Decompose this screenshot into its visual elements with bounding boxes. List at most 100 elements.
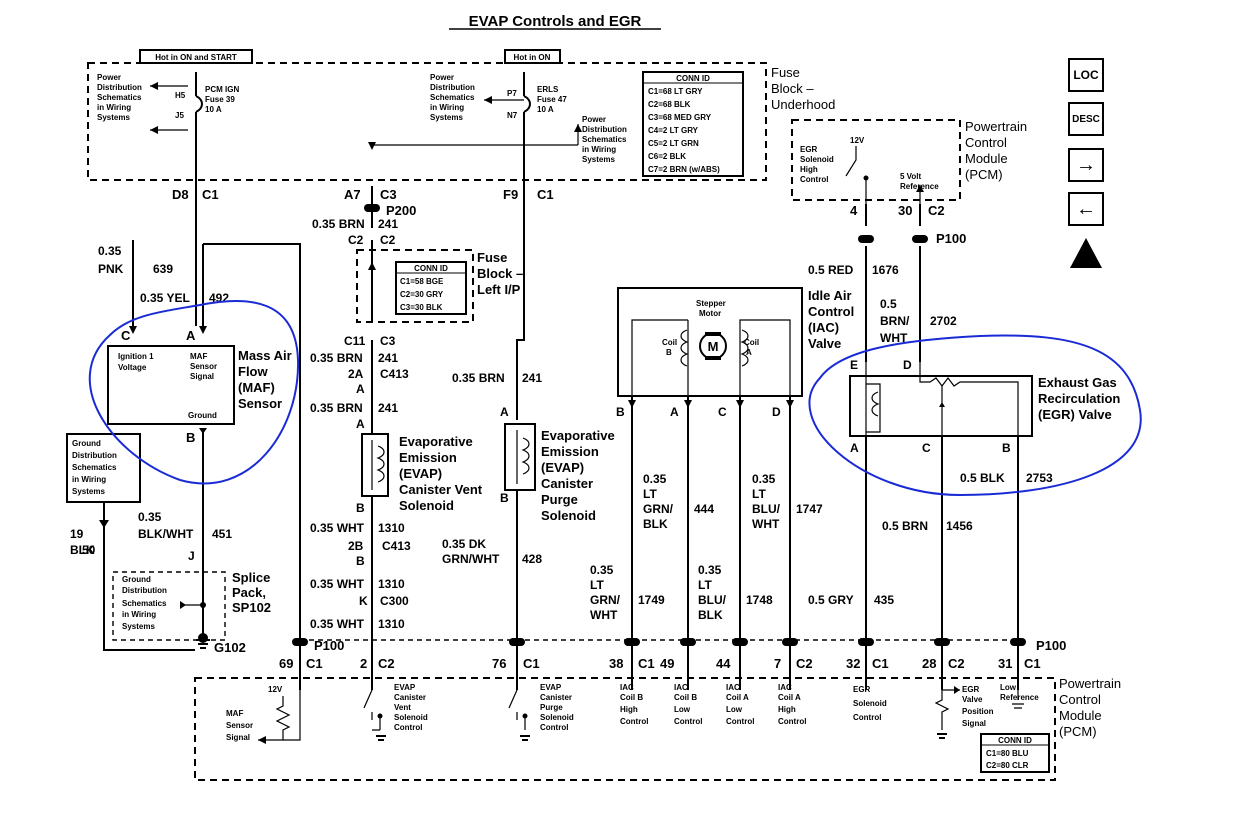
power-dist-right: Power Distribution Schematics in Wiring … — [582, 115, 627, 164]
svg-text:241: 241 — [378, 401, 398, 415]
next-arrow-icon[interactable]: → — [1068, 148, 1104, 182]
svg-text:Schematics: Schematics — [72, 463, 117, 472]
svg-text:Systems: Systems — [582, 155, 615, 164]
maf-sensor-box — [107, 345, 235, 425]
prev-arrow-icon[interactable]: ← — [1068, 192, 1104, 226]
svg-text:Low: Low — [1000, 683, 1017, 692]
svg-text:5 Volt: 5 Volt — [900, 172, 922, 181]
svg-text:Distribution: Distribution — [72, 451, 117, 460]
svg-text:High: High — [800, 165, 818, 174]
svg-text:C1=80 BLU: C1=80 BLU — [986, 749, 1029, 758]
svg-text:C3=68 MED GRY: C3=68 MED GRY — [648, 113, 712, 122]
evap-purge-label: EvaporativeEmission(EVAP)CanisterPurgeSo… — [541, 428, 615, 523]
svg-text:1749: 1749 — [638, 593, 665, 607]
svg-text:2702: 2702 — [930, 314, 957, 328]
svg-text:C2: C2 — [378, 656, 395, 671]
svg-text:Signal: Signal — [962, 719, 986, 728]
svg-text:Emission: Emission — [399, 450, 457, 465]
svg-text:MAF: MAF — [226, 709, 243, 718]
loc-button[interactable]: LOC — [1068, 58, 1104, 92]
svg-text:Solenoid: Solenoid — [540, 713, 574, 722]
desc-button[interactable]: DESC — [1068, 102, 1104, 136]
svg-text:LT: LT — [643, 487, 657, 501]
svg-text:Schematics: Schematics — [582, 135, 627, 144]
svg-text:28: 28 — [922, 656, 936, 671]
svg-text:Coil A: Coil A — [778, 693, 801, 702]
svg-text:0.35 WHT: 0.35 WHT — [310, 521, 365, 535]
svg-text:0.35: 0.35 — [98, 244, 122, 258]
svg-text:in Wiring: in Wiring — [430, 103, 464, 112]
svg-text:Mass Air: Mass Air — [238, 348, 292, 363]
svg-text:Control: Control — [674, 717, 702, 726]
svg-text:CONN ID: CONN ID — [998, 736, 1032, 745]
pcm-top-box — [791, 119, 961, 201]
svg-text:Distribution: Distribution — [582, 125, 627, 134]
svg-text:A: A — [746, 348, 752, 357]
splice-pack-box — [112, 571, 226, 641]
svg-text:in Wiring: in Wiring — [97, 103, 131, 112]
svg-text:EGR: EGR — [800, 145, 818, 154]
svg-text:A: A — [850, 441, 859, 455]
obd-ii-icon[interactable]: OBD II — [1068, 236, 1104, 270]
svg-text:C11: C11 — [344, 334, 366, 348]
svg-text:B: B — [186, 430, 195, 445]
svg-text:Fuse 39: Fuse 39 — [205, 95, 235, 104]
svg-text:P100: P100 — [314, 638, 344, 653]
svg-text:Schematics: Schematics — [122, 599, 167, 608]
svg-text:C413: C413 — [382, 539, 411, 553]
svg-text:OBD II: OBD II — [1075, 260, 1096, 267]
svg-text:A: A — [500, 405, 509, 419]
svg-text:Coil B: Coil B — [674, 693, 697, 702]
svg-text:Systems: Systems — [122, 622, 155, 631]
svg-text:K: K — [359, 594, 368, 608]
svg-text:IAC: IAC — [620, 683, 634, 692]
svg-text:C1: C1 — [537, 187, 554, 202]
svg-text:Solenoid: Solenoid — [394, 713, 428, 722]
svg-text:B: B — [1002, 441, 1011, 455]
svg-text:1747: 1747 — [796, 502, 823, 516]
svg-text:C1: C1 — [872, 656, 889, 671]
svg-text:D: D — [772, 405, 781, 419]
svg-text:Distribution: Distribution — [122, 586, 167, 595]
svg-text:12V: 12V — [850, 136, 865, 145]
svg-text:241: 241 — [378, 351, 398, 365]
svg-text:1676: 1676 — [872, 263, 899, 277]
svg-text:Ignition 1: Ignition 1 — [118, 352, 154, 361]
svg-text:10 A: 10 A — [205, 105, 222, 114]
svg-text:0.5 RED: 0.5 RED — [808, 263, 854, 277]
power-dist-left: Power Distribution Schematics in Wiring … — [97, 73, 142, 122]
svg-text:639: 639 — [153, 262, 173, 276]
svg-text:Sensor: Sensor — [238, 396, 282, 411]
conn-id-table — [642, 71, 744, 177]
svg-text:Canister: Canister — [541, 476, 593, 491]
svg-text:1310: 1310 — [378, 617, 405, 631]
svg-text:Canister Vent: Canister Vent — [399, 482, 483, 497]
svg-text:P200: P200 — [386, 203, 416, 218]
svg-text:Flow: Flow — [238, 364, 268, 379]
svg-text:Signal: Signal — [190, 372, 214, 381]
svg-text:A7: A7 — [344, 187, 361, 202]
svg-text:0.35: 0.35 — [698, 563, 722, 577]
svg-text:ERLS: ERLS — [537, 85, 559, 94]
svg-text:0.35: 0.35 — [643, 472, 667, 486]
svg-text:C1: C1 — [1024, 656, 1041, 671]
svg-text:Coil: Coil — [662, 338, 677, 347]
svg-text:444: 444 — [694, 502, 714, 516]
svg-text:IAC: IAC — [726, 683, 740, 692]
svg-text:B: B — [356, 554, 365, 568]
svg-text:2A: 2A — [348, 367, 364, 381]
svg-text:A: A — [356, 417, 365, 431]
svg-text:BLK: BLK — [70, 543, 95, 557]
svg-text:Emission: Emission — [541, 444, 599, 459]
svg-text:Valve: Valve — [962, 695, 983, 704]
svg-text:A: A — [186, 328, 196, 343]
svg-text:Canister: Canister — [394, 693, 426, 702]
svg-text:Systems: Systems — [430, 113, 463, 122]
svg-text:Schematics: Schematics — [97, 93, 142, 102]
svg-text:M: M — [708, 339, 719, 354]
svg-text:P100: P100 — [936, 231, 966, 246]
svg-text:EVAP: EVAP — [540, 683, 562, 692]
svg-text:C7=2 BRN (w/ABS): C7=2 BRN (w/ABS) — [648, 165, 720, 174]
